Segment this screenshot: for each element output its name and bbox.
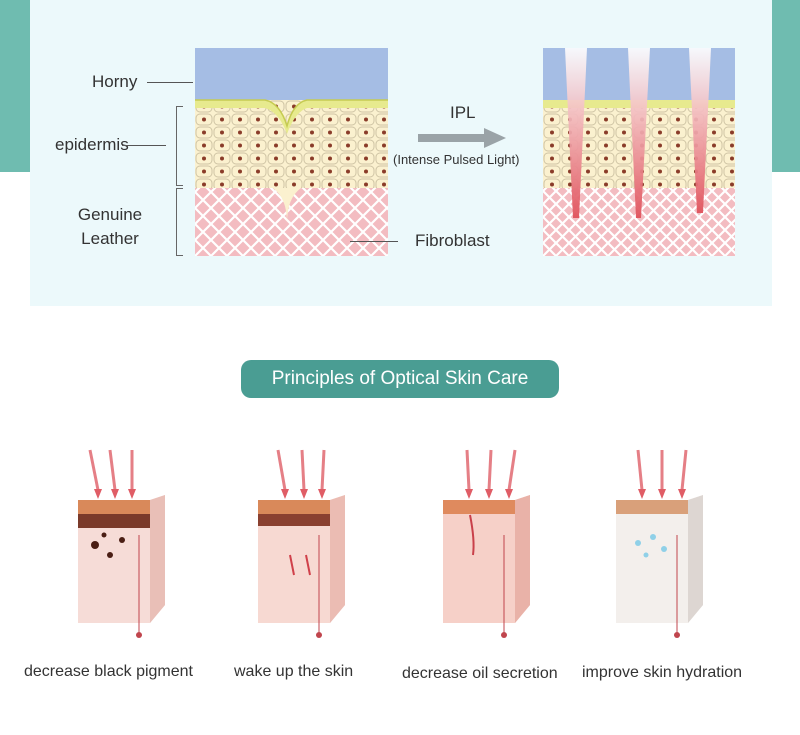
brace-dermis xyxy=(176,188,183,256)
skin-block-wake-up xyxy=(258,449,345,638)
leader-horny xyxy=(147,82,193,83)
caption-decrease-black-pigment: decrease black pigment xyxy=(24,663,193,680)
ipl-subtitle: (Intense Pulsed Light) xyxy=(393,152,520,167)
label-epidermis: epidermis xyxy=(55,135,129,154)
leader-epidermis xyxy=(122,145,166,146)
section-title-pill: Principles of Optical Skin Care xyxy=(241,360,559,398)
ipl-title: IPL xyxy=(450,103,476,122)
caption-wake-up-the-skin: wake up the skin xyxy=(234,663,354,680)
label-horny: Horny xyxy=(92,72,138,91)
skin-block-oil xyxy=(443,449,530,638)
label-genuine-leather: Genuine Leather xyxy=(77,205,143,248)
caption-decrease-oil-secretion: decrease oil secretion xyxy=(402,665,558,682)
skin-block-hydration xyxy=(616,449,703,638)
skin-block-pigment xyxy=(78,449,165,638)
leader-fibroblast xyxy=(350,241,398,242)
ipl-arrow-icon xyxy=(418,128,506,148)
skin-section-before xyxy=(195,48,388,256)
skin-section-after xyxy=(543,48,735,256)
brace-epidermis xyxy=(176,106,183,186)
caption-improve-skin-hydration: improve skin hydration xyxy=(582,664,743,681)
label-fibroblast: Fibroblast xyxy=(415,231,490,250)
